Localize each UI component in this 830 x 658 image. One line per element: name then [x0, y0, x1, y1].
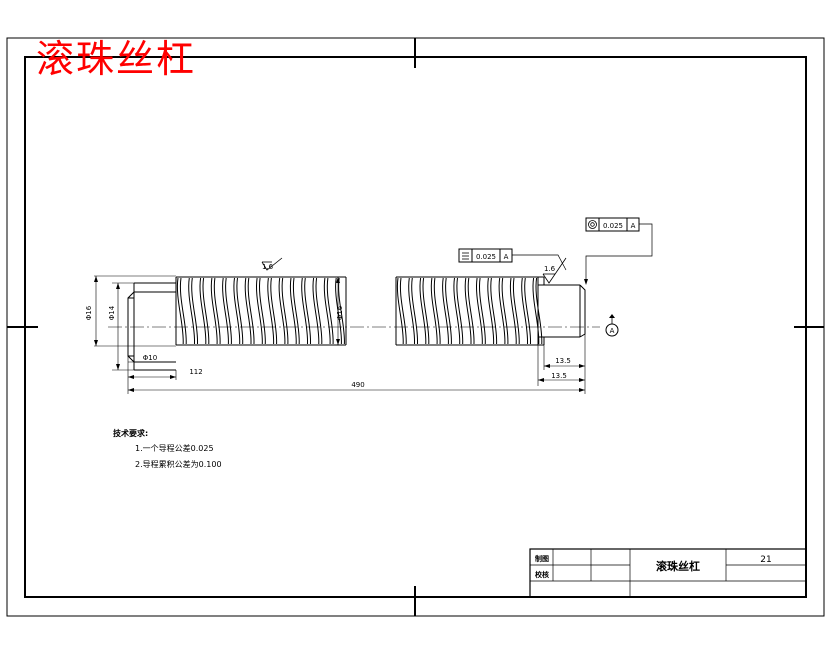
concentricity-value: 0.025	[603, 222, 623, 230]
thread-curve	[430, 277, 438, 345]
surface-finish-left: 1.6	[262, 263, 274, 271]
thread-curve	[278, 277, 286, 345]
surface-finish-right-icon	[542, 257, 567, 284]
thread-curve	[292, 277, 300, 345]
datum-a-marker: A	[605, 314, 619, 337]
thread-curve	[301, 277, 308, 345]
thread-curve	[490, 277, 498, 345]
drawing-title: 滚珠丝杠	[36, 37, 197, 81]
flatness-icon	[462, 252, 469, 260]
thread-curve	[338, 277, 345, 345]
dim-left-inner: Φ14	[108, 305, 116, 320]
dim-right-1: 13.5	[555, 357, 571, 365]
thread-curve	[467, 277, 475, 345]
thread-curve	[532, 277, 540, 345]
title-block-row2-label: 校核	[535, 570, 549, 579]
thread-curve	[315, 277, 323, 345]
shaft-right-section	[395, 276, 586, 346]
thread-right	[396, 277, 543, 345]
thread-curve	[442, 277, 449, 345]
surface-finish-left-icon	[261, 257, 283, 271]
tolerance-frame-concentricity: 0.025 A	[584, 217, 653, 285]
dim-right-2: 13.5	[551, 372, 567, 380]
concentricity-datum: A	[631, 222, 636, 230]
thread-curve	[256, 277, 263, 345]
dim-left-outer: Φ16	[85, 305, 93, 320]
title-block-row1-label: 制图	[535, 554, 549, 563]
thread-curve	[222, 277, 229, 345]
thread-curve	[323, 277, 331, 345]
thread-curve	[479, 277, 486, 345]
tech-req-item-2: 2.导程累积公差为0.100	[135, 459, 222, 469]
thread-curve	[191, 277, 198, 345]
datum-label: A	[610, 327, 615, 335]
thread-curve	[512, 277, 520, 345]
thread-curve	[247, 277, 255, 345]
thread-curve	[244, 277, 252, 345]
thread-curve	[509, 277, 517, 345]
thread-curve	[236, 277, 244, 345]
dim-phi10: Φ10	[143, 354, 157, 362]
thread-curve	[501, 277, 509, 345]
thread-curve	[267, 277, 275, 345]
thread-curve	[210, 277, 218, 345]
thread-curve	[176, 277, 184, 345]
concentricity-icon	[588, 220, 597, 229]
sheet-number: 21	[760, 555, 771, 565]
thread-curve	[304, 277, 311, 345]
thread-curve	[399, 277, 407, 345]
thread-curve	[445, 277, 452, 345]
thread-curve	[456, 277, 464, 345]
thread-curve	[326, 277, 334, 345]
thread-curve	[476, 277, 483, 345]
thread-curve	[396, 277, 404, 345]
title-block	[529, 548, 807, 598]
thread-curve	[419, 277, 427, 345]
thread-curve	[188, 277, 195, 345]
outer-border	[6, 37, 825, 617]
thread-curve	[453, 277, 461, 345]
thread-curve	[408, 277, 415, 345]
part-name: 滚珠丝杠	[656, 559, 700, 573]
thread-left	[176, 277, 345, 345]
dim-middle: Φ16	[336, 305, 344, 320]
thread-curve	[498, 277, 506, 345]
thread-curve	[213, 277, 221, 345]
thread-curve	[312, 277, 320, 345]
dimension-lines	[94, 275, 586, 394]
centering-marks	[7, 38, 824, 616]
thread-curve	[524, 277, 531, 345]
parallelism-datum: A	[504, 253, 509, 261]
thread-curve	[487, 277, 495, 345]
thread-curve	[535, 277, 543, 345]
thread-curve	[179, 277, 187, 345]
thread-curve	[433, 277, 441, 345]
thread-curve	[233, 277, 241, 345]
thread-curve	[281, 277, 289, 345]
surface-finish-right: 1.6	[544, 265, 556, 273]
tech-req-item-1: 1.一个导程公差0.025	[135, 443, 214, 453]
dim-overall: 490	[351, 381, 364, 389]
parallelism-value: 0.025	[476, 253, 496, 261]
thread-curve	[464, 277, 472, 345]
thread-curve	[411, 277, 418, 345]
dimension-arrows	[94, 276, 585, 392]
thread-curve	[289, 277, 297, 345]
tech-req-heading: 技术要求:	[113, 428, 148, 438]
thread-curve	[202, 277, 210, 345]
thread-curve	[521, 277, 528, 345]
thread-curve	[259, 277, 266, 345]
dim-len12: 112	[189, 368, 202, 376]
thread-curve	[199, 277, 207, 345]
tolerance-frame-parallelism: 0.025 A	[458, 248, 567, 271]
thread-curve	[422, 277, 430, 345]
thread-curve	[270, 277, 278, 345]
thread-curve	[225, 277, 232, 345]
